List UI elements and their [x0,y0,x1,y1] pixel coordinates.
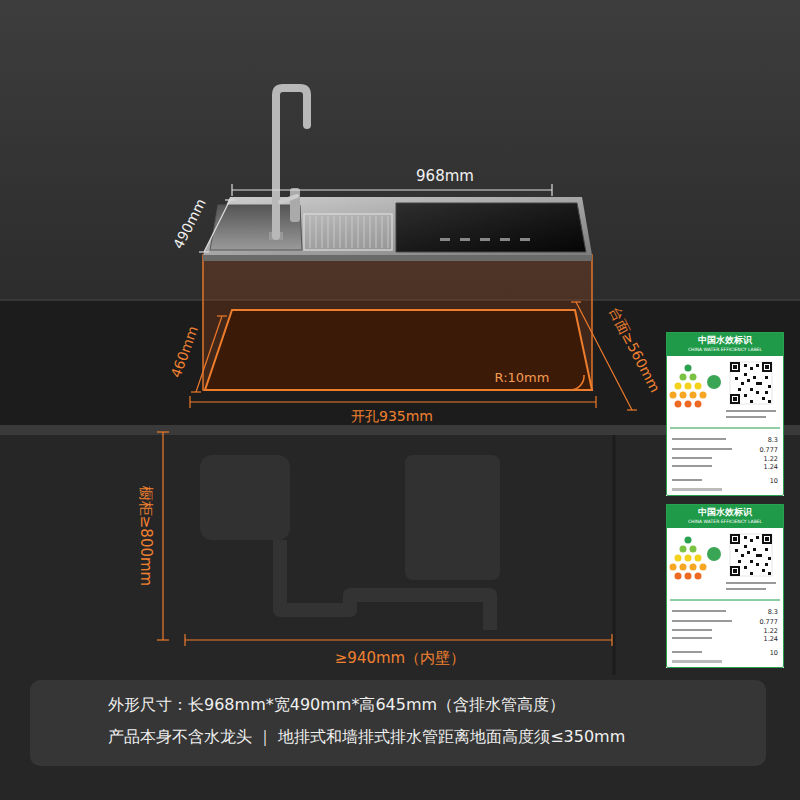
sink-top-part [440,238,450,241]
dimension-lines-part-part [189,396,190,408]
sink-top-part [203,197,592,255]
faucet-part [276,88,307,236]
water-efficiency-label: 中国水效标识 CHINA WATER EFFICIENCY LABEL 8.3 0.7… [666,332,784,496]
sink-top-part [460,238,470,241]
drain-pipes-part [200,455,290,540]
sink-top-part [480,238,490,241]
sink-top-part [520,238,530,241]
faucet-part [290,188,300,222]
sink-top-part [396,203,586,252]
label-subtitle: CHINA WATER EFFICIENCY LABEL [667,520,783,525]
dimension-label: ≥940mm（内壁） [335,650,465,667]
dimension-lines-part-part [162,432,163,640]
sink-top-part [304,214,392,250]
dimension-label: R:10mm [495,371,550,385]
dimension-lines-part [199,184,552,252]
dimension-lines-part [157,302,637,646]
water-label-backgrounds [666,332,784,668]
dimension-lines-part-part [627,409,637,410]
label-value: 8.3 [768,437,778,444]
sink-top-part [500,238,510,241]
label-value: 1.24 [764,636,778,643]
sink-body-part [571,375,584,390]
sink-top-part [310,216,388,248]
label-title: 中国水效标识 [667,508,783,518]
dimension-lines-part-part [204,200,230,252]
spec-text: 产品本身不含水龙头 ｜ 地排式和墙排式排水管距离地面高度须≤350mm [108,728,625,746]
room-background-part [0,0,800,300]
water-label-backgrounds-part [666,332,784,496]
dimension-lines-part-part [185,639,612,640]
sink-top-part [203,255,592,261]
dimension-lines-part-part [191,391,201,392]
sink-body-part [205,310,592,390]
label-value: 8.3 [768,609,778,616]
sink-body-part [203,255,592,390]
label-value: 0.777 [759,447,778,454]
dimension-label: 968mm [416,168,474,185]
water-label-backgrounds-part [666,504,784,668]
dimension-lines-part-part [199,251,209,252]
dimension-label: 台面≥560mm [606,305,663,395]
dimension-lines-part-part [571,301,581,302]
dimension-lines-part-part [595,396,596,408]
label-value: 10 [770,650,778,657]
dimension-label: 开孔935mm [351,409,433,424]
dimension-lines-part-part [217,315,227,316]
label-subtitle: CHINA WATER EFFICIENCY LABEL [667,348,783,353]
faucet [269,88,307,240]
water-efficiency-label: 中国水效标识 CHINA WATER EFFICIENCY LABEL 8.3 0.7… [666,504,784,668]
label-value: 1.22 [764,456,778,463]
dimension-label: 460mm [169,324,202,380]
dimension-lines-part-part [225,199,235,200]
dimension-lines-part-part [157,431,169,432]
spec-text: 外形尺寸：长968mm*宽490mm*高645mm（含排水管高度） [108,696,565,714]
dimension-lines-part-part [196,316,222,392]
dimension-lines [157,184,637,646]
label-value: 1.24 [764,464,778,471]
dimension-lines-part-part [232,189,552,190]
label-value: 1.22 [764,628,778,635]
dimension-lines-part-part [611,634,612,646]
faucet-part [280,196,297,202]
spec-panel: 外形尺寸：长968mm*宽490mm*高645mm（含排水管高度） 产品本身不含水… [30,680,766,766]
drain-pipes [200,455,500,630]
drain-pipes-part [280,540,490,630]
drain-pipes-part [405,455,500,580]
dimension-lines-part-part [551,184,552,196]
label-value: 0.777 [759,619,778,626]
sink-top [203,197,592,261]
sink-body [203,255,592,390]
label-title: 中国水效标识 [667,336,783,346]
dimension-label: 490mm [171,196,209,251]
room-background-part [613,435,616,675]
label-value: 10 [770,478,778,485]
dimension-lines-part-part [231,184,232,196]
dimension-lines-part-part [190,401,596,402]
dimension-label: 橱柜≥800mm [138,486,155,586]
dimension-lines-part-part [184,634,185,646]
dimension-lines-part-part [157,639,169,640]
